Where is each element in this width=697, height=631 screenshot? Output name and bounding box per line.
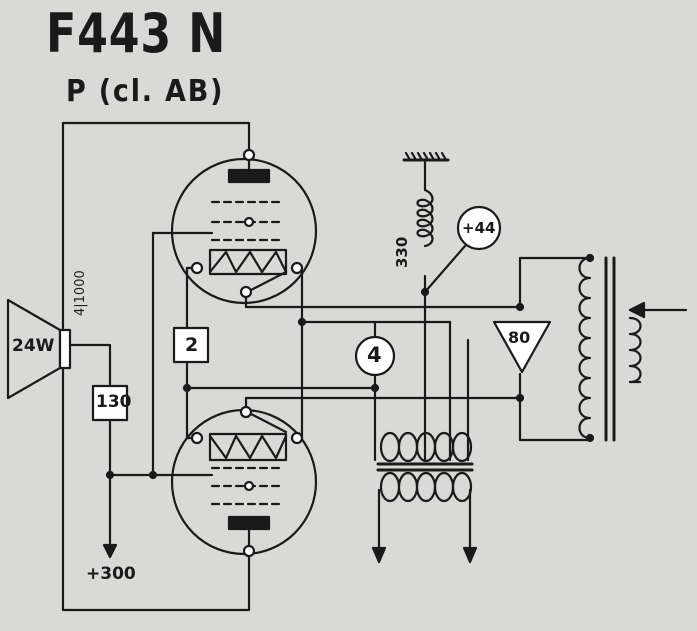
- page-subtitle: P (cl. AB): [66, 74, 225, 109]
- speaker-impedance-label: 4|1000: [73, 270, 88, 316]
- input-transformer: [578, 253, 688, 443]
- inductor-330: [416, 188, 434, 248]
- resistor-130-box: [91, 384, 129, 422]
- meter-4-label: 4: [367, 343, 382, 367]
- resistor-2-label: 2: [185, 334, 199, 356]
- meter-4-circle: [354, 335, 396, 377]
- lower-tube: [170, 405, 318, 612]
- page-title: F443 N: [46, 2, 227, 65]
- speaker-power-label: 24W: [12, 336, 55, 356]
- loudspeaker: [6, 298, 72, 400]
- ground-symbol: [402, 151, 450, 162]
- voltage-300-label: +300: [86, 564, 136, 584]
- output-transformer: [376, 431, 474, 503]
- resistor-130-label: 130: [96, 392, 132, 412]
- wiring: [61, 121, 592, 612]
- resistor-330-label: 330: [393, 236, 411, 268]
- voltage-44-label: +44: [462, 219, 496, 237]
- resistor-2-box: [172, 326, 210, 364]
- resistor-80-triangle: [492, 320, 552, 374]
- voltage-44-circle: [456, 205, 502, 251]
- upper-tube: [170, 121, 318, 305]
- resistor-80-label: 80: [508, 328, 531, 347]
